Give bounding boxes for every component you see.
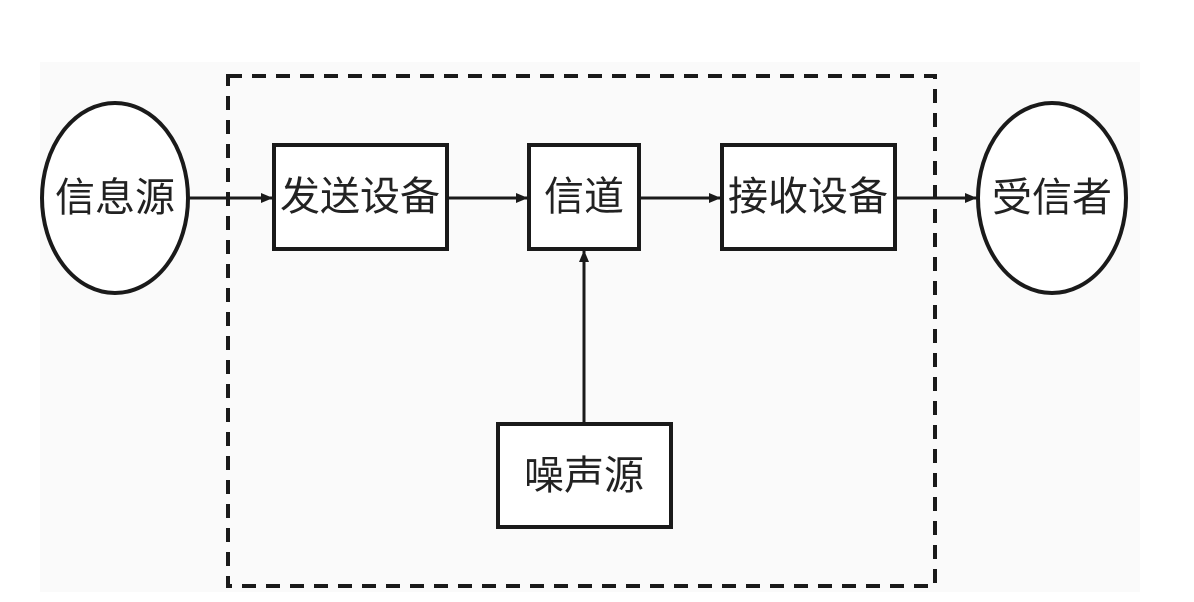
system-boundary-dashed (226, 74, 937, 588)
noise-label: 噪声源 (524, 453, 644, 499)
destination-label: 受信者 (992, 175, 1112, 221)
receiver-label: 接收设备 (728, 174, 888, 220)
destination-ellipse (976, 101, 1128, 295)
channel-label: 信道 (544, 174, 624, 220)
node-source: 信息源 (40, 101, 190, 295)
noise-box (496, 422, 673, 529)
receiver-box (720, 143, 897, 251)
node-receiver: 接收设备 (720, 143, 897, 251)
channel-box (527, 143, 641, 251)
source-label: 信息源 (55, 175, 175, 221)
transmitter-label: 发送设备 (280, 174, 440, 220)
node-destination: 受信者 (976, 101, 1128, 295)
node-noise: 噪声源 (496, 422, 673, 529)
node-channel: 信道 (527, 143, 641, 251)
node-transmitter: 发送设备 (272, 143, 449, 251)
